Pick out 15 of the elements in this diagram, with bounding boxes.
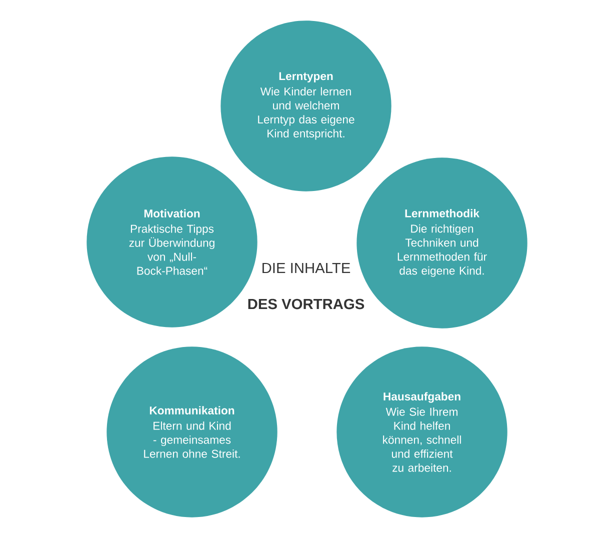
- circle-heading: Kommunikation: [150, 406, 234, 414]
- topic-circle: [336, 346, 508, 518]
- circle-text: Eltern und Kind - gemeinsames Lernen ohne Streit.: [144, 422, 240, 458]
- circle-text: Wie Kinder lernen und welchem Lerntyp das eigene Kind entspricht.: [258, 87, 354, 140]
- center-heading: DIE INHALTE: [262, 262, 350, 274]
- circle-heading: Lerntypen: [279, 72, 333, 82]
- circle-text: Praktische Tipps zur Überwindung von „Null-Bock-Phasen“: [129, 224, 214, 275]
- topic-circle: [106, 346, 278, 518]
- circle-heading: Lernmethodik: [405, 209, 480, 218]
- circle-text: Die richtigen Techniken und Lernmethoden für das eigene Kind.: [398, 224, 487, 277]
- circle-text: Wie Sie Ihrem Kind helfen können, schnell und effizient zu arbeiten.: [383, 408, 461, 472]
- circle-heading: Hausaufgaben: [384, 392, 460, 403]
- circle-heading: Motivation: [144, 209, 200, 218]
- topic-circle: [220, 20, 392, 192]
- center-heading: DES VORTRAGS: [248, 298, 364, 310]
